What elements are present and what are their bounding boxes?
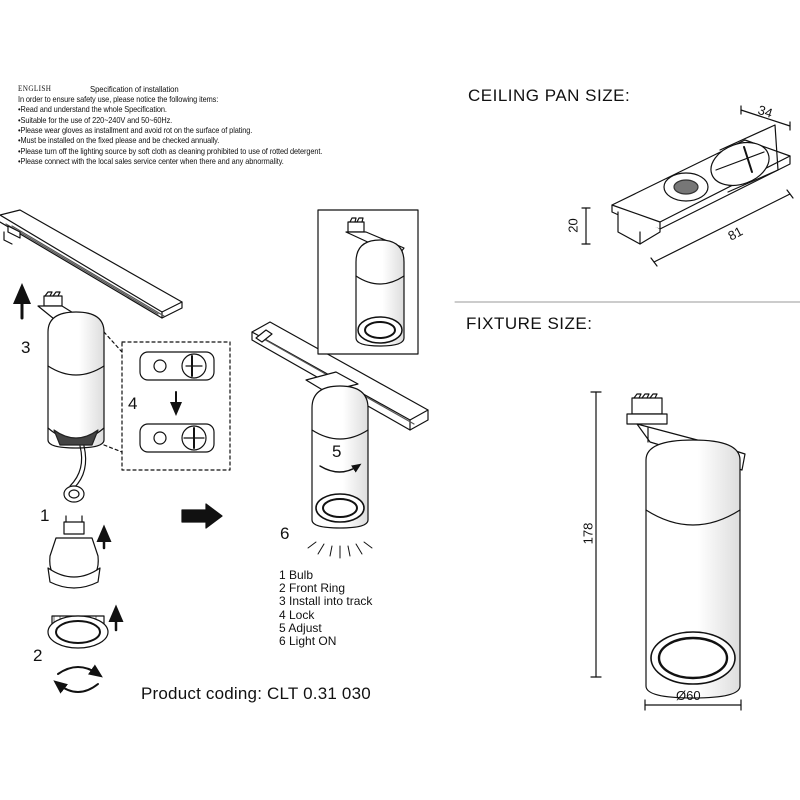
legend-item: 6 Light ON — [279, 634, 337, 649]
fixture-drawing — [590, 391, 746, 711]
spec-line: •Suitable for the use of 220~240V and 50… — [18, 115, 173, 125]
fixture-step3 — [37, 291, 105, 503]
ceiling-pan-drawing — [581, 105, 794, 267]
legend-item: 4 Lock — [279, 607, 315, 622]
fixture-title: FIXTURE SIZE: — [466, 314, 593, 333]
fixture-installed — [305, 371, 373, 559]
step-1-label: 1 — [40, 506, 50, 525]
front-ring-drawing — [47, 604, 124, 694]
step-2-label: 2 — [33, 646, 43, 665]
legend-item: 3 Install into track — [279, 594, 373, 609]
legend-item: 5 Adjust — [279, 620, 322, 635]
spec-line: •Must be installed on the fixed please a… — [18, 136, 220, 146]
specification-block: ENGLISH Specification of installation In… — [18, 84, 323, 168]
fixture-height: 178 — [580, 522, 596, 545]
ceiling-pan-title: CEILING PAN SIZE: — [468, 86, 631, 105]
bulb-drawing — [47, 515, 112, 589]
legend-item: 1 Bulb — [279, 568, 314, 582]
product-coding: Product coding: CLT 0.31 030 — [141, 684, 371, 703]
legend-item: 2 Front Ring — [279, 581, 346, 596]
arrow-right-icon — [181, 503, 223, 529]
spec-line: •Please turn off the lighting source by … — [18, 146, 323, 156]
language-label: ENGLISH — [18, 84, 52, 93]
lock-inset — [103, 331, 231, 471]
fixture-diameter: Ø60 — [676, 688, 701, 703]
track-rail-left — [0, 209, 183, 319]
spec-title: Specification of installation — [90, 84, 179, 95]
step-4-label: 4 — [128, 394, 138, 413]
spec-line: In order to ensure safety use, please no… — [18, 94, 219, 104]
spec-line: •Please connect with the local sales ser… — [18, 157, 284, 167]
step-6-label: 6 — [280, 524, 290, 543]
spec-line: •Read and understand the whole Specifica… — [18, 105, 167, 115]
ceiling-pan-height: 20 — [565, 218, 581, 233]
fixture-inset — [317, 209, 419, 355]
spec-line: •Please wear gloves as installment and a… — [18, 126, 253, 136]
step-3-label: 3 — [21, 338, 31, 357]
step-5-label: 5 — [332, 442, 342, 461]
legend: 1 Bulb 2 Front Ring 3 Install into track… — [279, 568, 373, 649]
